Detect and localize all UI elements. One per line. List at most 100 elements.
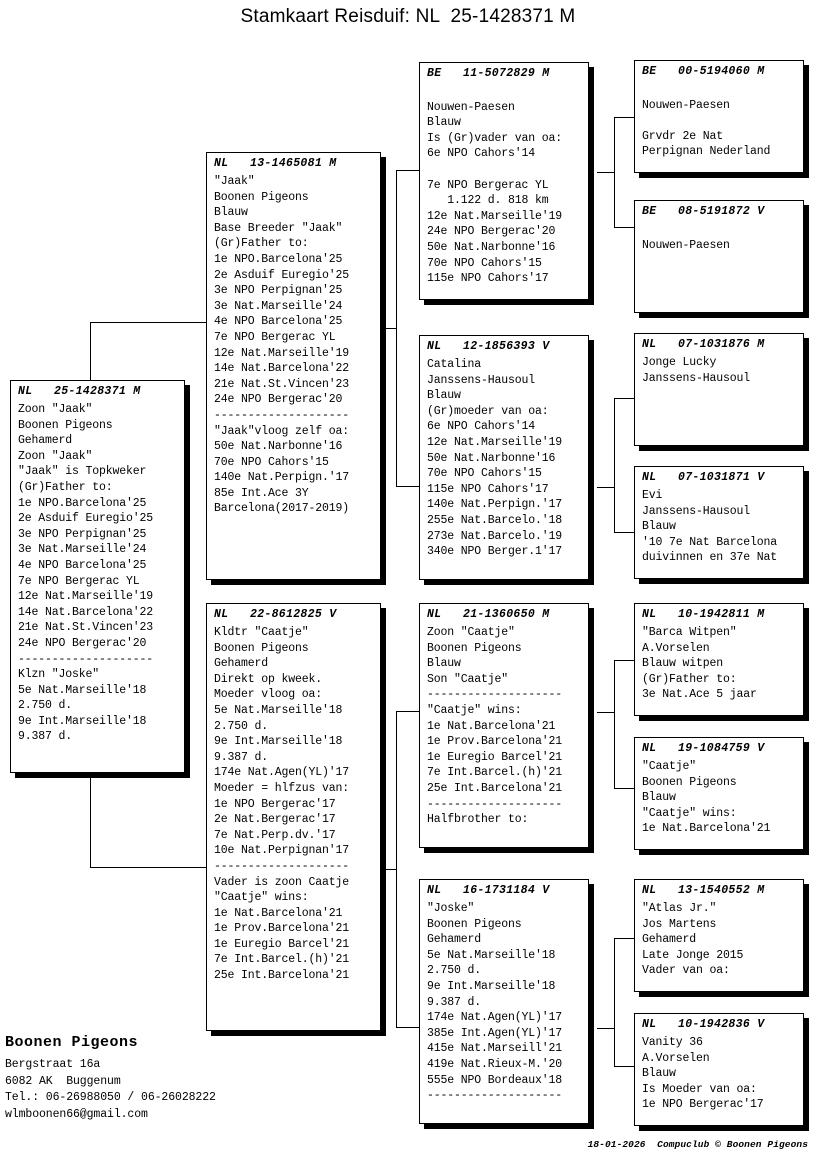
pedigree-line: (Gr)moeder van oa: [427,404,549,418]
pedigree-id-grandparent-4: NL 16-1731184 V [427,884,550,897]
pedigree-line: Direkt op kweek. [214,672,323,686]
pedigree-line: 1e NPO Bergerac'17 [214,797,336,811]
pedigree-line: 1e NPO Bergerac'17 [642,1098,764,1112]
pedigree-line: Boonen Pigeons [214,641,309,655]
pedigree-id-greatgrandparent-3: NL 07-1031876 M [642,338,765,351]
pedigree-box-mother[interactable]: NL 22-8612825 V Kldtr "Caatje"Boonen Pig… [206,603,381,1031]
connector-gp3-to-ggp5 [614,660,634,661]
pedigree-line: Gehamerd [427,933,482,947]
pedigree-line: "Joske" [427,902,475,915]
pedigree-line: 50e Nat.Narbonne'16 [427,451,556,465]
pedigree-line: Jos Martens [642,917,717,931]
pedigree-line: 7e Int.Barcel.(h)'21 [427,766,563,780]
pedigree-line: A.Vorselen [642,641,710,655]
pedigree-line: "Barca Witpen" [642,626,737,639]
pedigree-line: duivinnen en 37e Nat [642,551,778,565]
pedigree-line [427,162,588,178]
pedigree-line: 3e Nat.Marseille'24 [18,543,147,557]
pedigree-line: Zoon "Jaak" [18,449,93,463]
pedigree-line: 24e NPO Bergerac'20 [214,393,343,407]
connector-gp1-to-ggp1 [614,117,634,118]
pedigree-line: Zoon "Caatje" [427,626,515,639]
pedigree-line: Halfbrother to: [427,813,529,827]
connector-gp4-vertical [614,938,615,1066]
pedigree-id-father: NL 13-1465081 M [214,157,337,170]
pedigree-line: 21e Nat.St.Vincen'23 [18,621,154,635]
pedigree-line: "Caatje" wins: [214,891,309,905]
connector-gp2-stub [597,487,615,488]
connector-gp4-to-ggp7 [614,938,634,939]
pedigree-line: 6e NPO Cahors'14 [427,147,536,161]
pedigree-box-greatgrandparent-2[interactable]: BE 08-5191872 V Nouwen-Paesen [634,200,804,313]
connector-gp3-stub [597,712,615,713]
pedigree-line: 70e NPO Cahors'15 [427,467,542,481]
pedigree-line: 2.750 d. [18,699,73,713]
pedigree-line: Moeder vloog oa: [214,688,323,702]
pedigree-line: Vader is zoon Caatje [214,875,350,889]
pedigree-id-greatgrandparent-2: BE 08-5191872 V [642,205,765,218]
pedigree-box-grandparent-3[interactable]: NL 21-1360650 M Zoon "Caatje"Boonen Pige… [419,603,589,848]
pedigree-line: "Caatje" [642,760,697,773]
pedigree-line: 115e NPO Cahors'17 [427,482,549,496]
pedigree-line [427,84,588,100]
pedigree-line: 9.387 d. [214,750,269,764]
pedigree-line: 9e Int.Marseille'18 [427,979,556,993]
pedigree-line: Vanity 36 [642,1036,703,1049]
pedigree-line: "Jaak" is Topkweker [18,465,147,479]
pedigree-line: Perpignan Nederland [642,145,771,159]
pedigree-line: "Caatje" wins: [427,703,522,717]
pedigree-line: 9e Int.Marseille'18 [18,714,147,728]
pedigree-line: 1e Euregio Barcel'21 [427,750,563,764]
pedigree-line: Gehamerd [642,933,697,947]
pedigree-line: 2.750 d. [427,964,482,978]
pedigree-line: 7e Nat.Perp.dv.'17 [214,828,336,842]
pedigree-id-greatgrandparent-8: NL 10-1942836 V [642,1018,765,1031]
pedigree-line: 1e Nat.Barcelona'21 [642,822,771,836]
pedigree-box-greatgrandparent-5[interactable]: NL 10-1942811 M "Barca Witpen" A.Vorselen… [634,603,804,716]
pedigree-line: 419e Nat.Rieux-M.'20 [427,1057,563,1071]
pedigree-line: 1e Euregio Barcel'21 [214,937,350,951]
pedigree-line: 140e Nat.Perpign.'17 [214,471,350,485]
pedigree-line: 340e NPO Berger.1'17 [427,545,563,559]
pedigree-line: 2e Asduif Euregio'25 [214,268,350,282]
pedigree-line: 50e Nat.Narbonne'16 [214,440,343,454]
pedigree-id-greatgrandparent-5: NL 10-1942811 M [642,608,765,621]
pedigree-line: 5e Nat.Marseille'18 [214,703,343,717]
pedigree-line: Moeder = hlfzus van: [214,781,350,795]
pedigree-box-greatgrandparent-1[interactable]: BE 00-5194060 M Nouwen-Paesen Grvdr 2e N… [634,60,804,173]
connector-mother-to-gp4 [396,1027,419,1028]
footer-credit: 18-01-2026 Compuclub © Boonen Pigeons [587,1139,808,1150]
pedigree-box-subject[interactable]: NL 25-1428371 M Zoon "Jaak"Boonen Pigeon… [10,380,185,773]
connector-subject-to-father [90,322,207,323]
pedigree-line: Kldtr "Caatje" [214,626,309,639]
pedigree-line: Vader van oa: [642,964,730,978]
connector-father-stub [381,328,397,329]
connector-gp2-to-ggp4 [614,532,634,533]
pedigree-line: Grvdr 2e Nat [642,129,724,143]
pedigree-line: Blauw [642,1067,676,1081]
pedigree-line: Blauw witpen [642,657,724,671]
pedigree-line: 6e NPO Cahors'14 [427,420,536,434]
pedigree-line: "Caatje" wins: [642,806,737,820]
pedigree-line: Late Jonge 2015 [642,948,744,962]
pedigree-line: Boonen Pigeons [642,775,737,789]
pedigree-line: Blauw [642,791,676,805]
pedigree-line: Barcelona(2017-2019) [214,502,350,516]
pedigree-line: 174e Nat.Agen(YL)'17 [427,1011,563,1025]
pedigree-line: 255e Nat.Barcelo.'18 [427,513,563,527]
